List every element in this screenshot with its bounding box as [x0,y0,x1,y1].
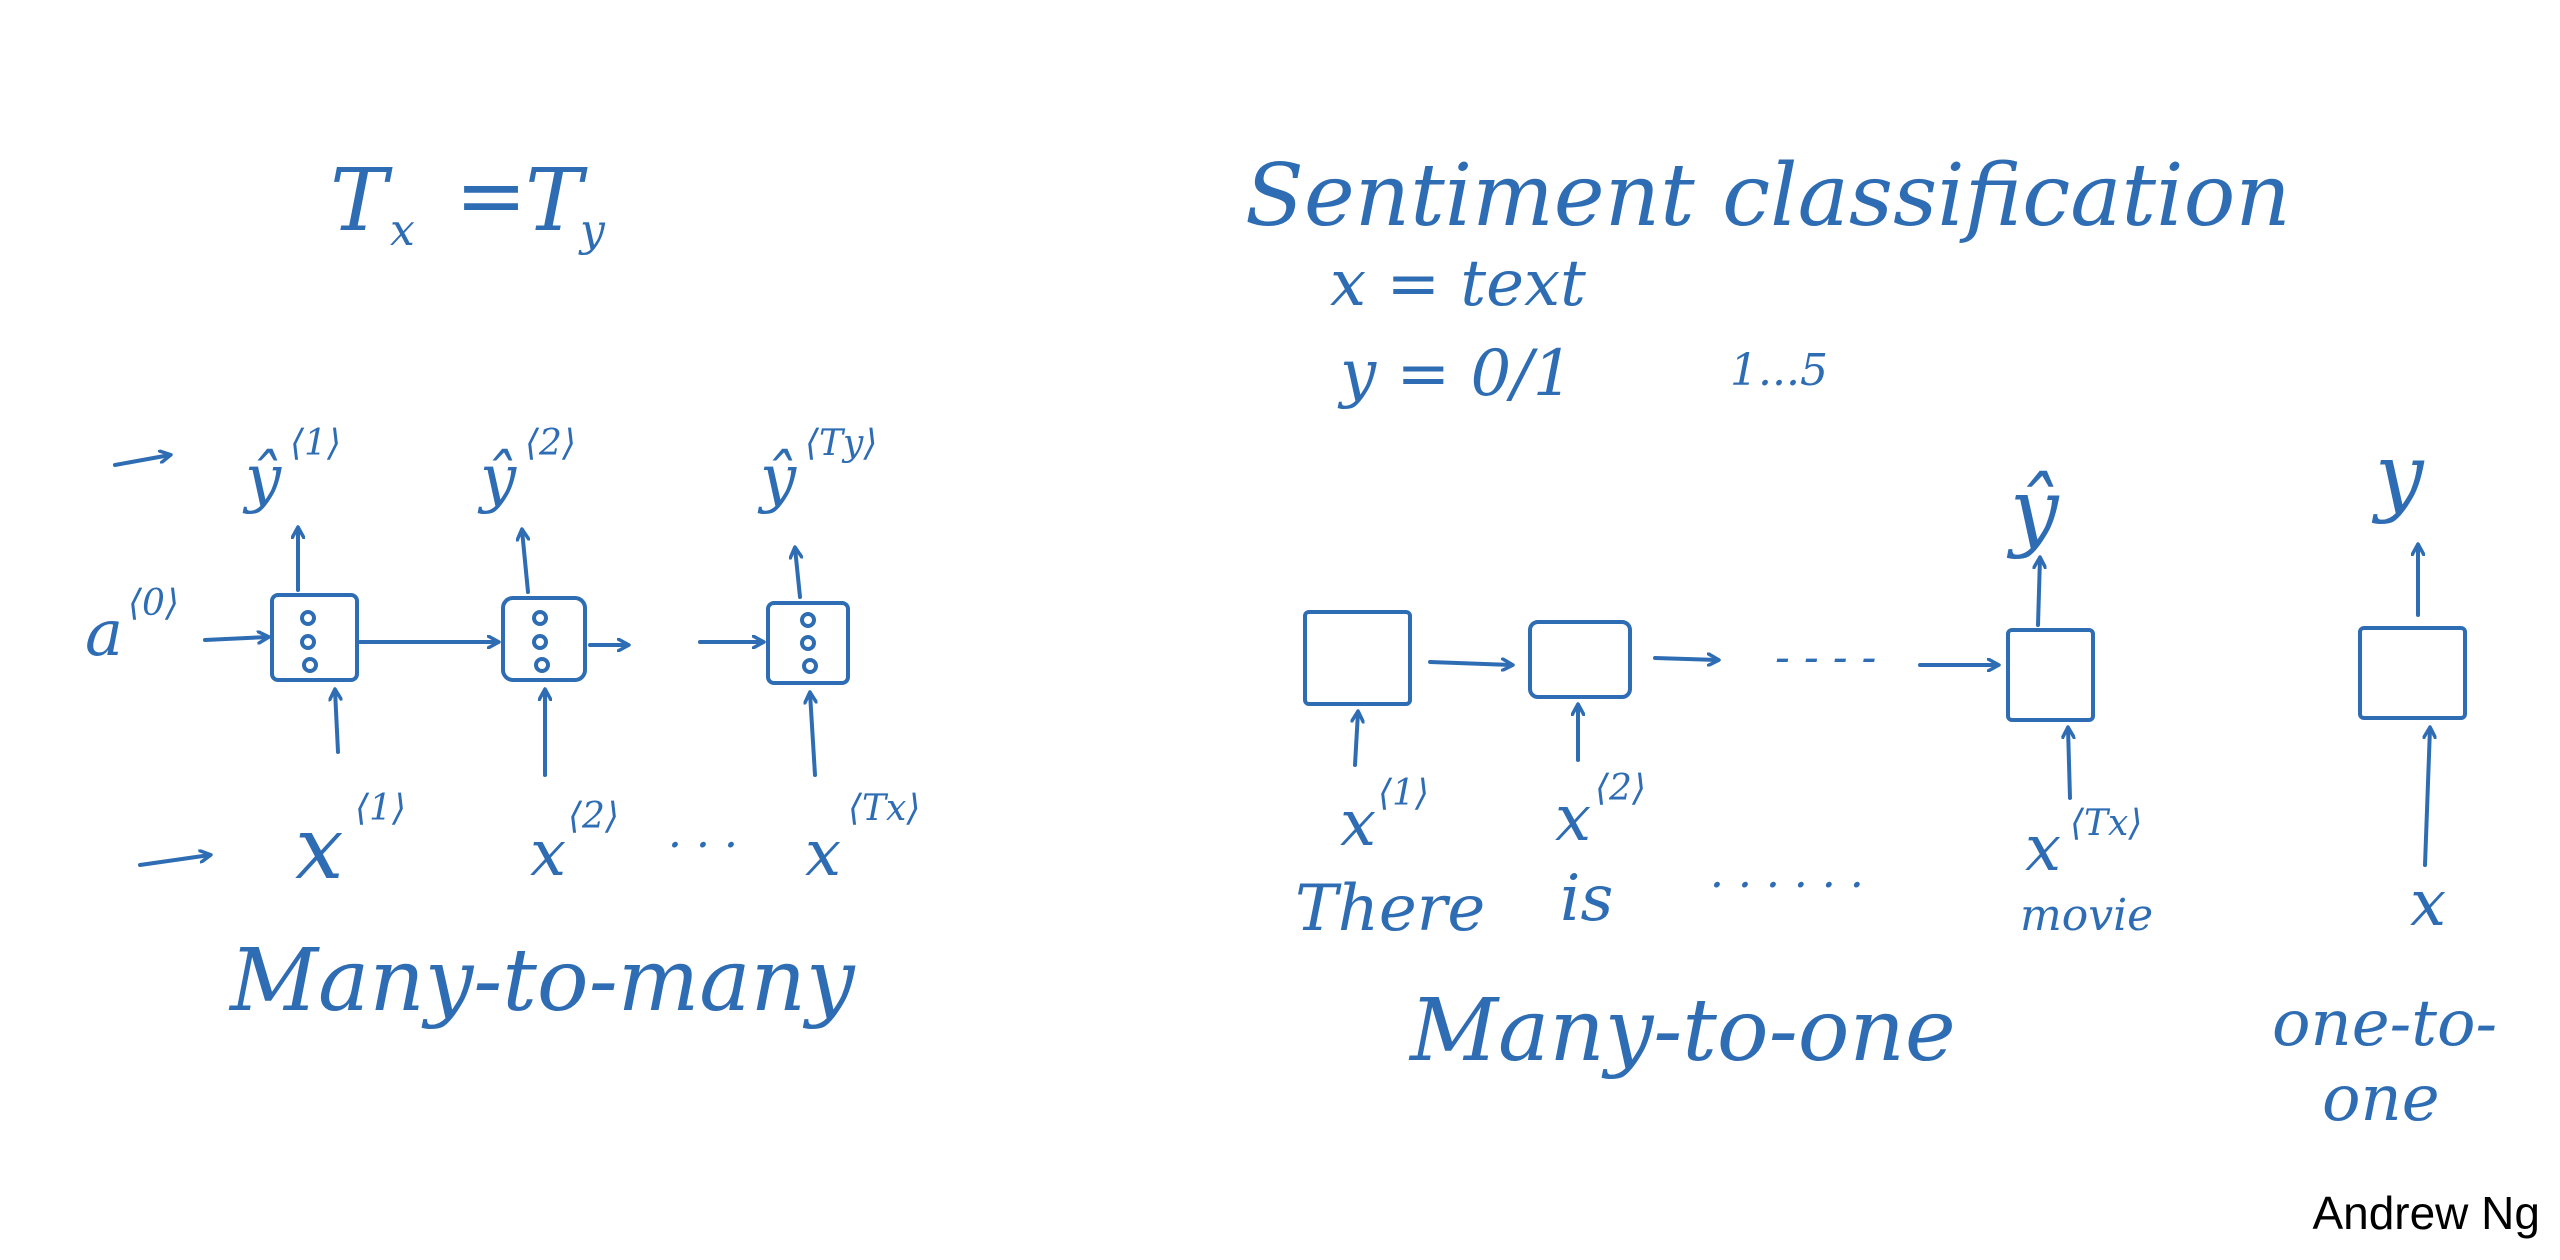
o2o-output-label: y [2371,426,2425,526]
constraint-T1: T [330,151,393,251]
o2o-input-label: x [2410,867,2446,941]
svg-text:ŷ: ŷ [242,442,282,516]
svg-text:x: x [295,799,344,899]
svg-text:⟨0⟩: ⟨0⟩ [128,583,179,624]
m2o-input-tx: x ⟨Tx⟩ [2025,803,2142,886]
svg-text:x: x [530,817,566,891]
cell-node-icon [532,610,548,626]
cell-node-icon [532,634,548,650]
o2o-cell [2358,626,2467,720]
arrow-a0-to-cell-1 [203,637,268,640]
svg-text:x: x [2025,812,2061,886]
svg-text:⟨2⟩: ⟨2⟩ [1595,768,1646,809]
word-is: is [1560,862,1613,936]
m2o-arrow-input-1 [1355,712,1358,767]
arrow-cell-2-to-output [522,530,528,594]
m2o-arrow-1-to-2 [1428,662,1512,665]
svg-text:⟨1⟩: ⟨1⟩ [290,423,341,464]
caption-many-to-many: Many-to-many [228,931,856,1031]
input-row-arrow [138,855,210,867]
caption-one-to-one-line2: one [2322,1062,2440,1136]
cell-node-icon [802,658,818,674]
y-range: 1...5 [1730,345,1828,396]
input-label-tx: x ⟨Tx⟩ [805,788,920,891]
svg-text:⟨2⟩: ⟨2⟩ [568,796,619,837]
constraint-tx-equals-ty: T x = T y [330,146,606,256]
svg-text:x: x [1555,782,1591,856]
output-label-1: ŷ ⟨1⟩ [242,423,341,516]
rnn-cell-ty [766,601,850,685]
x-definition: x = text [1330,247,1586,321]
input-label-2: x ⟨2⟩ [530,796,619,891]
svg-text:⟨1⟩: ⟨1⟩ [355,788,406,829]
svg-text:ŷ: ŷ [757,442,797,516]
word-there: There [1295,872,1485,946]
arrow-input-1-to-cell [335,690,338,754]
m2o-input-1: x ⟨1⟩ [1340,773,1429,861]
output-row-arrow [113,455,170,467]
word-dots: · · · · · · [1710,860,1864,911]
sentiment-title: Sentiment classification [1245,146,2291,246]
cell-node-icon [302,657,318,673]
m2o-cell-1 [1303,610,1412,706]
m2o-arrow-dots: - - - - [1775,632,1876,683]
input-label-1: x ⟨1⟩ [295,788,406,899]
initial-activation-label: a ⟨0⟩ [85,583,179,671]
caption-many-to-one: Many-to-one [1408,981,1956,1081]
cell-node-icon [534,657,550,673]
m2o-cell-2 [1528,620,1632,699]
rnn-cell-1 [270,593,359,682]
constraint-x-subscript: x [390,205,415,256]
svg-text:x: x [1340,787,1376,861]
svg-text:⟨1⟩: ⟨1⟩ [1378,773,1429,814]
m2o-output-label: ŷ [2006,461,2060,561]
output-label-ty: ŷ ⟨Ty⟩ [757,423,877,516]
svg-text:a: a [85,597,123,671]
constraint-equals: = [455,146,527,246]
cell-node-icon [300,610,316,626]
m2o-input-2: x ⟨2⟩ [1555,768,1646,856]
arrow-input-tx-to-cell [810,693,815,777]
output-label-2: ŷ ⟨2⟩ [477,423,576,516]
caption-one-to-one-line1: one-to- [2272,987,2497,1061]
constraint-y-subscript: y [578,205,606,256]
svg-text:⟨Tx⟩: ⟨Tx⟩ [2070,803,2142,844]
author-credit: Andrew Ng [2312,1187,2540,1239]
o2o-arrow-input [2425,728,2430,867]
y-definition: y = 0/1 [1337,337,1573,411]
svg-text:⟨2⟩: ⟨2⟩ [525,423,576,464]
svg-text:x: x [805,817,841,891]
word-movie: movie [2020,890,2153,941]
rnn-cell-2 [501,596,587,682]
svg-text:⟨Tx⟩: ⟨Tx⟩ [848,788,920,829]
cell-node-icon [800,635,816,651]
m2o-arrow-final-to-output [2038,558,2040,627]
svg-text:⟨Ty⟩: ⟨Ty⟩ [805,423,877,464]
input-ellipsis: · · · [668,820,738,871]
cell-node-icon [800,612,816,628]
m2o-cell-final [2006,628,2095,722]
m2o-arrow-input-tx [2068,728,2070,800]
cell-node-icon [300,634,316,650]
svg-text:ŷ: ŷ [477,442,517,516]
arrow-cell-ty-to-output [795,548,800,599]
m2o-arrow-2-out [1653,658,1718,660]
constraint-T2: T [525,151,588,251]
